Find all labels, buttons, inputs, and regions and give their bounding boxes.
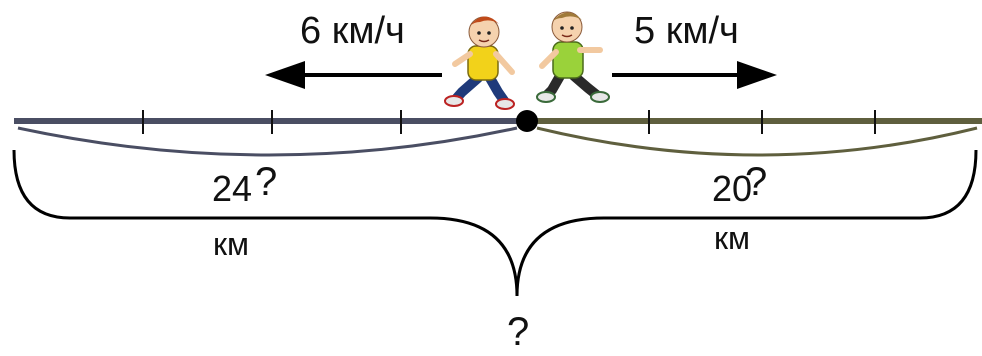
left-distance-question: ? (255, 160, 278, 204)
left-distance-value: 24 (212, 168, 253, 209)
right-distance-question: ? (745, 160, 768, 204)
right-distance-arc (536, 126, 978, 157)
left-ticks (142, 110, 402, 134)
total-brace (12, 149, 978, 297)
left-distance-arc (17, 126, 518, 157)
right-speed-label: 5 км/ч (634, 10, 739, 52)
total-distance-question: ? (507, 310, 530, 354)
left-arrow (265, 61, 442, 89)
right-ticks (648, 110, 876, 134)
right-distance-value: 20 (712, 168, 753, 209)
left-speed-label: 6 км/ч (300, 10, 405, 52)
boy-right-icon (536, 11, 610, 103)
boy-left-icon (444, 16, 515, 110)
left-distance-unit: км (213, 226, 249, 262)
right-distance-unit: км (714, 220, 750, 256)
start-point (516, 110, 538, 132)
right-arrow (612, 61, 777, 89)
